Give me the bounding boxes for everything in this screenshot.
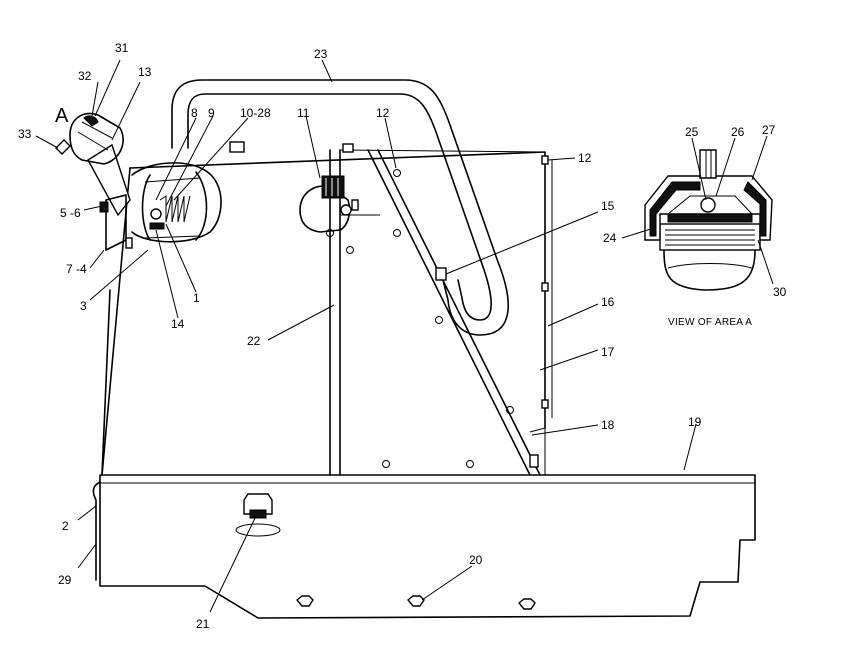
filler-neck <box>55 112 131 217</box>
filter-housing <box>99 162 222 251</box>
tank-rivets <box>326 169 514 468</box>
callout-23: 23 <box>314 47 328 61</box>
base-tank <box>92 474 756 619</box>
callout-8: 8 <box>191 106 198 120</box>
base-hex-bolts <box>296 595 536 610</box>
callout-13: 13 <box>138 65 152 79</box>
callout-30: 30 <box>773 285 787 299</box>
drain-fitting <box>235 493 281 537</box>
callouts: 1 2 3 5 -6 7 -4 8 9 10-28 11 12 12 13 14… <box>18 41 787 631</box>
callout-10-28: 10-28 <box>240 106 271 120</box>
callout-19: 19 <box>688 415 702 429</box>
callout-11: 11 <box>297 106 310 120</box>
callout-27: 27 <box>762 123 776 137</box>
callout-17: 17 <box>601 345 615 359</box>
callout-7-4: 7 -4 <box>66 262 87 276</box>
callout-29: 29 <box>58 573 72 587</box>
handle-bracket <box>435 267 447 281</box>
callout-14: 14 <box>171 317 185 331</box>
callout-24: 24 <box>603 231 617 245</box>
grab-handle <box>171 79 509 336</box>
callout-25: 25 <box>685 125 699 139</box>
callout-18: 18 <box>601 418 615 432</box>
callout-33: 33 <box>18 127 32 141</box>
callout-15: 15 <box>601 199 615 213</box>
callout-16: 16 <box>601 295 615 309</box>
callout-31: 31 <box>115 41 129 55</box>
callout-5-6: 5 -6 <box>60 206 81 220</box>
callout-2: 2 <box>62 519 69 533</box>
callout-26: 26 <box>731 125 745 139</box>
callout-9: 9 <box>208 106 215 120</box>
spring-coil <box>159 195 191 223</box>
callout-20: 20 <box>469 553 483 567</box>
breather-fitting <box>299 175 359 233</box>
callout-32: 32 <box>78 69 92 83</box>
callout-12-top: 12 <box>376 106 390 120</box>
leader-lines <box>35 59 774 613</box>
callout-12-right: 12 <box>578 151 592 165</box>
callout-21: 21 <box>196 617 210 631</box>
callout-1: 1 <box>193 291 200 305</box>
callout-3: 3 <box>80 299 87 313</box>
detail-view-a <box>644 149 773 291</box>
view-marker-a: A <box>55 105 69 127</box>
callout-22: 22 <box>247 334 261 348</box>
view-caption: VIEW OF AREA A <box>668 317 752 328</box>
